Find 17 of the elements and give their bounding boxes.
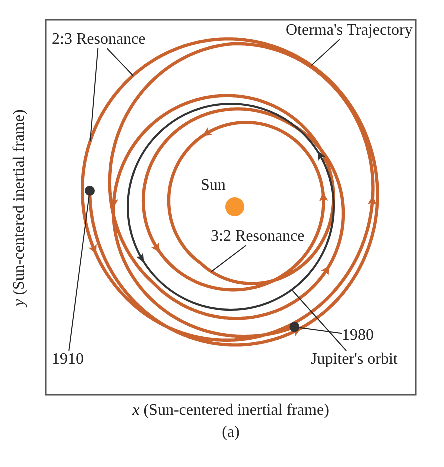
leader-line	[211, 245, 247, 272]
leader-line	[292, 290, 348, 352]
leader-line	[68, 195, 90, 352]
callout-label: Jupiter's orbit	[311, 351, 398, 369]
callout-label: 3:2 Resonance	[211, 228, 305, 246]
callout-label: 1910	[52, 351, 84, 369]
callout-label: Oterma's Trajectory	[286, 22, 413, 40]
leader-line	[106, 48, 134, 76]
leader-line	[299, 327, 342, 334]
leader-line	[90, 48, 99, 142]
leader-line	[311, 39, 340, 66]
sun-label: Sun	[201, 177, 226, 195]
callout-label: 2:3 Resonance	[52, 31, 146, 49]
panel-label: (a)	[222, 424, 240, 442]
axis-title: x (Sun-centered inertial frame)	[132, 402, 330, 420]
axis-title: y (Sun-centered inertial frame)	[11, 110, 29, 306]
callout-label: 1980	[342, 327, 374, 345]
